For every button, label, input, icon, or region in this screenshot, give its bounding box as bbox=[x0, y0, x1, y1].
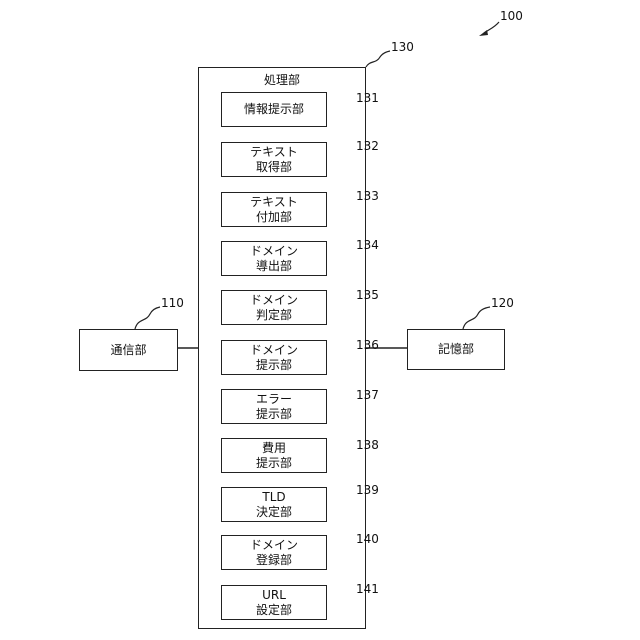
sub-unit-cost-presentation: 費用 提示部 bbox=[221, 438, 327, 473]
sub-unit-label: ドメイン 導出部 bbox=[250, 244, 298, 274]
sub-unit-ref-number: 140 bbox=[356, 532, 379, 546]
sub-unit-error-presentation: エラー 提示部 bbox=[221, 389, 327, 424]
sub-unit-domain-derivation: ドメイン 導出部 bbox=[221, 241, 327, 276]
sub-unit-url-setting: URL 設定部 bbox=[221, 585, 327, 620]
sub-unit-ref-number: 134 bbox=[356, 238, 379, 252]
sub-unit-label: ドメイン 判定部 bbox=[250, 293, 298, 323]
processing-unit-label: 処理部 bbox=[198, 73, 366, 87]
storage-unit-label: 記憶部 bbox=[438, 342, 474, 357]
system-ref-number: 100 bbox=[500, 9, 523, 23]
processing-ref-number: 130 bbox=[391, 40, 414, 54]
sub-unit-ref-number: 141 bbox=[356, 582, 379, 596]
sub-unit-label: ドメイン 登録部 bbox=[250, 538, 298, 568]
sub-unit-label: エラー 提示部 bbox=[256, 392, 292, 422]
communication-unit-box: 通信部 bbox=[79, 329, 178, 371]
sub-unit-label: 情報提示部 bbox=[244, 102, 304, 117]
system-ref-arrowhead bbox=[479, 30, 488, 36]
storage-ref-number: 120 bbox=[491, 296, 514, 310]
sub-unit-label: テキスト 取得部 bbox=[250, 145, 298, 175]
sub-unit-ref-number: 137 bbox=[356, 388, 379, 402]
sub-unit-ref-number: 133 bbox=[356, 189, 379, 203]
sub-unit-tld-decision: TLD 決定部 bbox=[221, 487, 327, 522]
sub-unit-domain-presentation: ドメイン 提示部 bbox=[221, 340, 327, 375]
sub-unit-label: テキスト 付加部 bbox=[250, 195, 298, 225]
sub-unit-ref-number: 138 bbox=[356, 438, 379, 452]
ref-120-leader bbox=[463, 307, 490, 329]
ref-130-leader bbox=[366, 51, 390, 67]
sub-unit-ref-number: 132 bbox=[356, 139, 379, 153]
sub-unit-ref-number: 139 bbox=[356, 483, 379, 497]
storage-unit-box: 記憶部 bbox=[407, 329, 505, 370]
sub-unit-domain-registration: ドメイン 登録部 bbox=[221, 535, 327, 570]
communication-unit-label: 通信部 bbox=[110, 343, 146, 358]
sub-unit-text-acquisition: テキスト 取得部 bbox=[221, 142, 327, 177]
sub-unit-ref-number: 135 bbox=[356, 288, 379, 302]
sub-unit-label: ドメイン 提示部 bbox=[250, 343, 298, 373]
sub-unit-label: URL 設定部 bbox=[256, 588, 292, 618]
sub-unit-text-addition: テキスト 付加部 bbox=[221, 192, 327, 227]
ref-110-leader bbox=[135, 307, 160, 329]
sub-unit-information-presentation: 情報提示部 bbox=[221, 92, 327, 127]
sub-unit-label: 費用 提示部 bbox=[256, 441, 292, 471]
sub-unit-ref-number: 136 bbox=[356, 338, 379, 352]
sub-unit-ref-number: 131 bbox=[356, 91, 379, 105]
communication-ref-number: 110 bbox=[161, 296, 184, 310]
sub-unit-label: TLD 決定部 bbox=[256, 490, 292, 520]
sub-unit-domain-judgment: ドメイン 判定部 bbox=[221, 290, 327, 325]
